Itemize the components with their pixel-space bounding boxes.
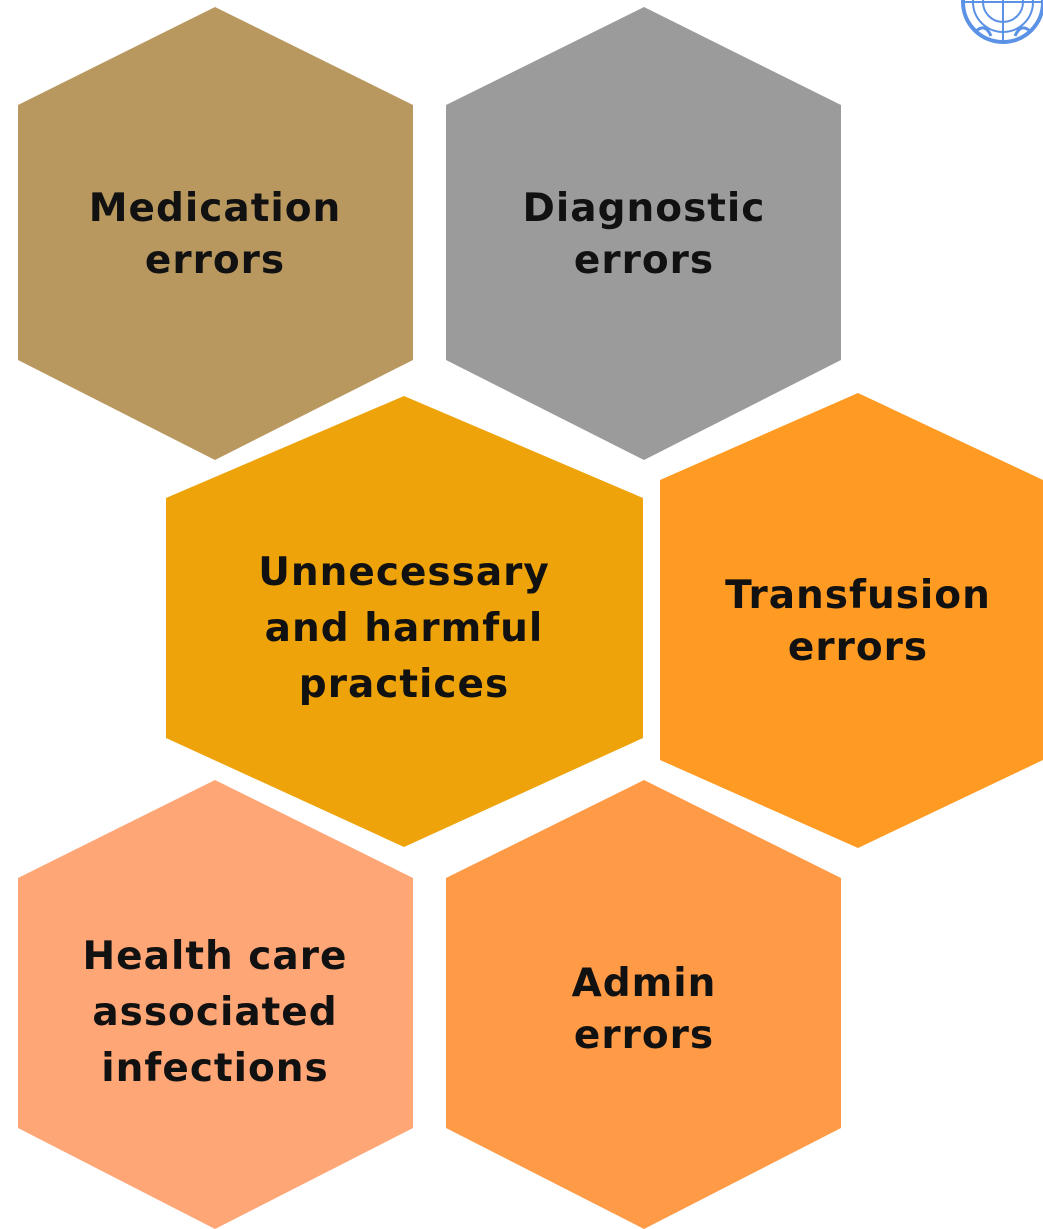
hexagon-transfusion: Transfusion errors (660, 393, 1043, 848)
hexagon-shape-diagnostic (446, 7, 841, 460)
hexagon-label-line: Medication (89, 186, 342, 231)
hexagon-admin: Admin errors (446, 780, 841, 1229)
hexagon-label-line: Health care (83, 934, 348, 979)
hexagon-shape-healthcare (18, 780, 413, 1229)
hexagon-healthcare: Health care associated infections (18, 780, 413, 1229)
hexagon-label-unnecessary: Unnecessary and harmful practices (258, 550, 550, 707)
hexagon-label-line: Admin (572, 961, 717, 1006)
hexagon-shape-unnecessary (166, 396, 643, 847)
un-emblem-icon (961, 0, 1043, 44)
hexagon-label-line: Unnecessary (258, 550, 550, 595)
hexagon-label-medication: Medication errors (89, 186, 342, 283)
hexagon-label-line: errors (574, 238, 714, 283)
hexagon-diagnostic: Diagnostic errors (446, 7, 841, 460)
hexagon-label-line: practices (299, 662, 509, 707)
hexagon-label-line: errors (574, 1013, 714, 1058)
hexagon-medication: Medication errors (18, 7, 413, 460)
hexagon-label-line: errors (145, 238, 285, 283)
hexagon-label-line: errors (788, 625, 928, 670)
hexagon-label-admin: Admin errors (572, 961, 717, 1058)
hexagon-shape-admin (446, 780, 841, 1229)
hexagon-label-line: Transfusion (725, 573, 991, 618)
hexagon-unnecessary: Unnecessary and harmful practices (166, 396, 643, 847)
hexagon-shape-medication (18, 7, 413, 460)
hexagon-label-line: Diagnostic (523, 186, 766, 231)
hexagon-label-transfusion: Transfusion errors (725, 573, 991, 670)
hexagon-label-line: and harmful (265, 606, 544, 651)
hexagon-label-line: infections (101, 1046, 328, 1091)
hexagon-label-diagnostic: Diagnostic errors (523, 186, 766, 283)
hexagon-label-healthcare: Health care associated infections (83, 934, 348, 1091)
hexagon-shape-transfusion (660, 393, 1043, 848)
hexagon-label-line: associated (92, 990, 337, 1035)
